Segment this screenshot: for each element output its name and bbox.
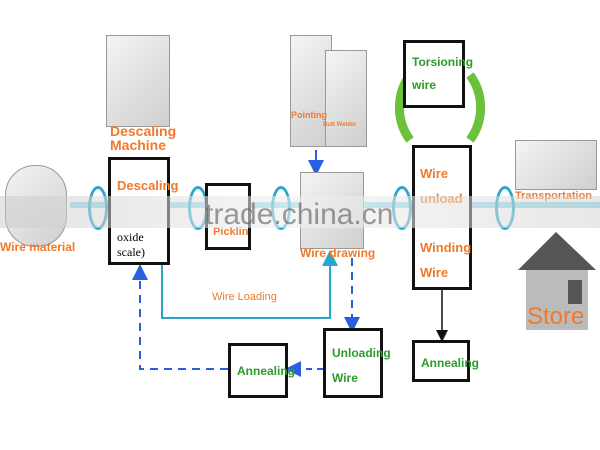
butt-welder-image [325, 50, 367, 147]
annealing-to-descaling-arrow [132, 264, 228, 370]
picklin-label: Picklin [213, 226, 249, 238]
wire-loading-line [161, 250, 338, 319]
descaling-machine-label: Descaling Machine [110, 123, 177, 153]
wire-drawing-label: Wire drawing [300, 246, 376, 260]
watermark-band [0, 196, 600, 228]
watermark: trade.china.cn [205, 198, 394, 231]
oxide-scale-label: oxide scale) [117, 230, 145, 259]
descaling-label: Descaling [117, 178, 179, 193]
torsioning-box: Torsioning wire [403, 40, 474, 108]
annealing-right-label: Annealing [421, 356, 480, 370]
annealing-right-box: Annealing [412, 340, 479, 382]
unloading-wire-label: Unloading Wire [332, 346, 391, 386]
winding-wire-label: Winding Wire [420, 240, 472, 280]
wire-loading-label: Wire Loading [212, 291, 277, 303]
annealing-left-label: Annealing [237, 364, 296, 378]
annealing-left-box: Annealing [228, 343, 295, 398]
descaling-machine-image [106, 35, 170, 127]
pointing-label: Pointing [291, 110, 327, 120]
torsioning-label: Torsioning wire [412, 55, 474, 92]
unloading-wire-box: Unloading Wire [323, 328, 391, 398]
truck-image [515, 140, 597, 190]
butt-welder-label: Butt Welder [323, 122, 357, 128]
wire-material-label: Wire material [0, 240, 76, 254]
store-label: Store [527, 303, 585, 330]
store-house-icon [518, 232, 596, 330]
